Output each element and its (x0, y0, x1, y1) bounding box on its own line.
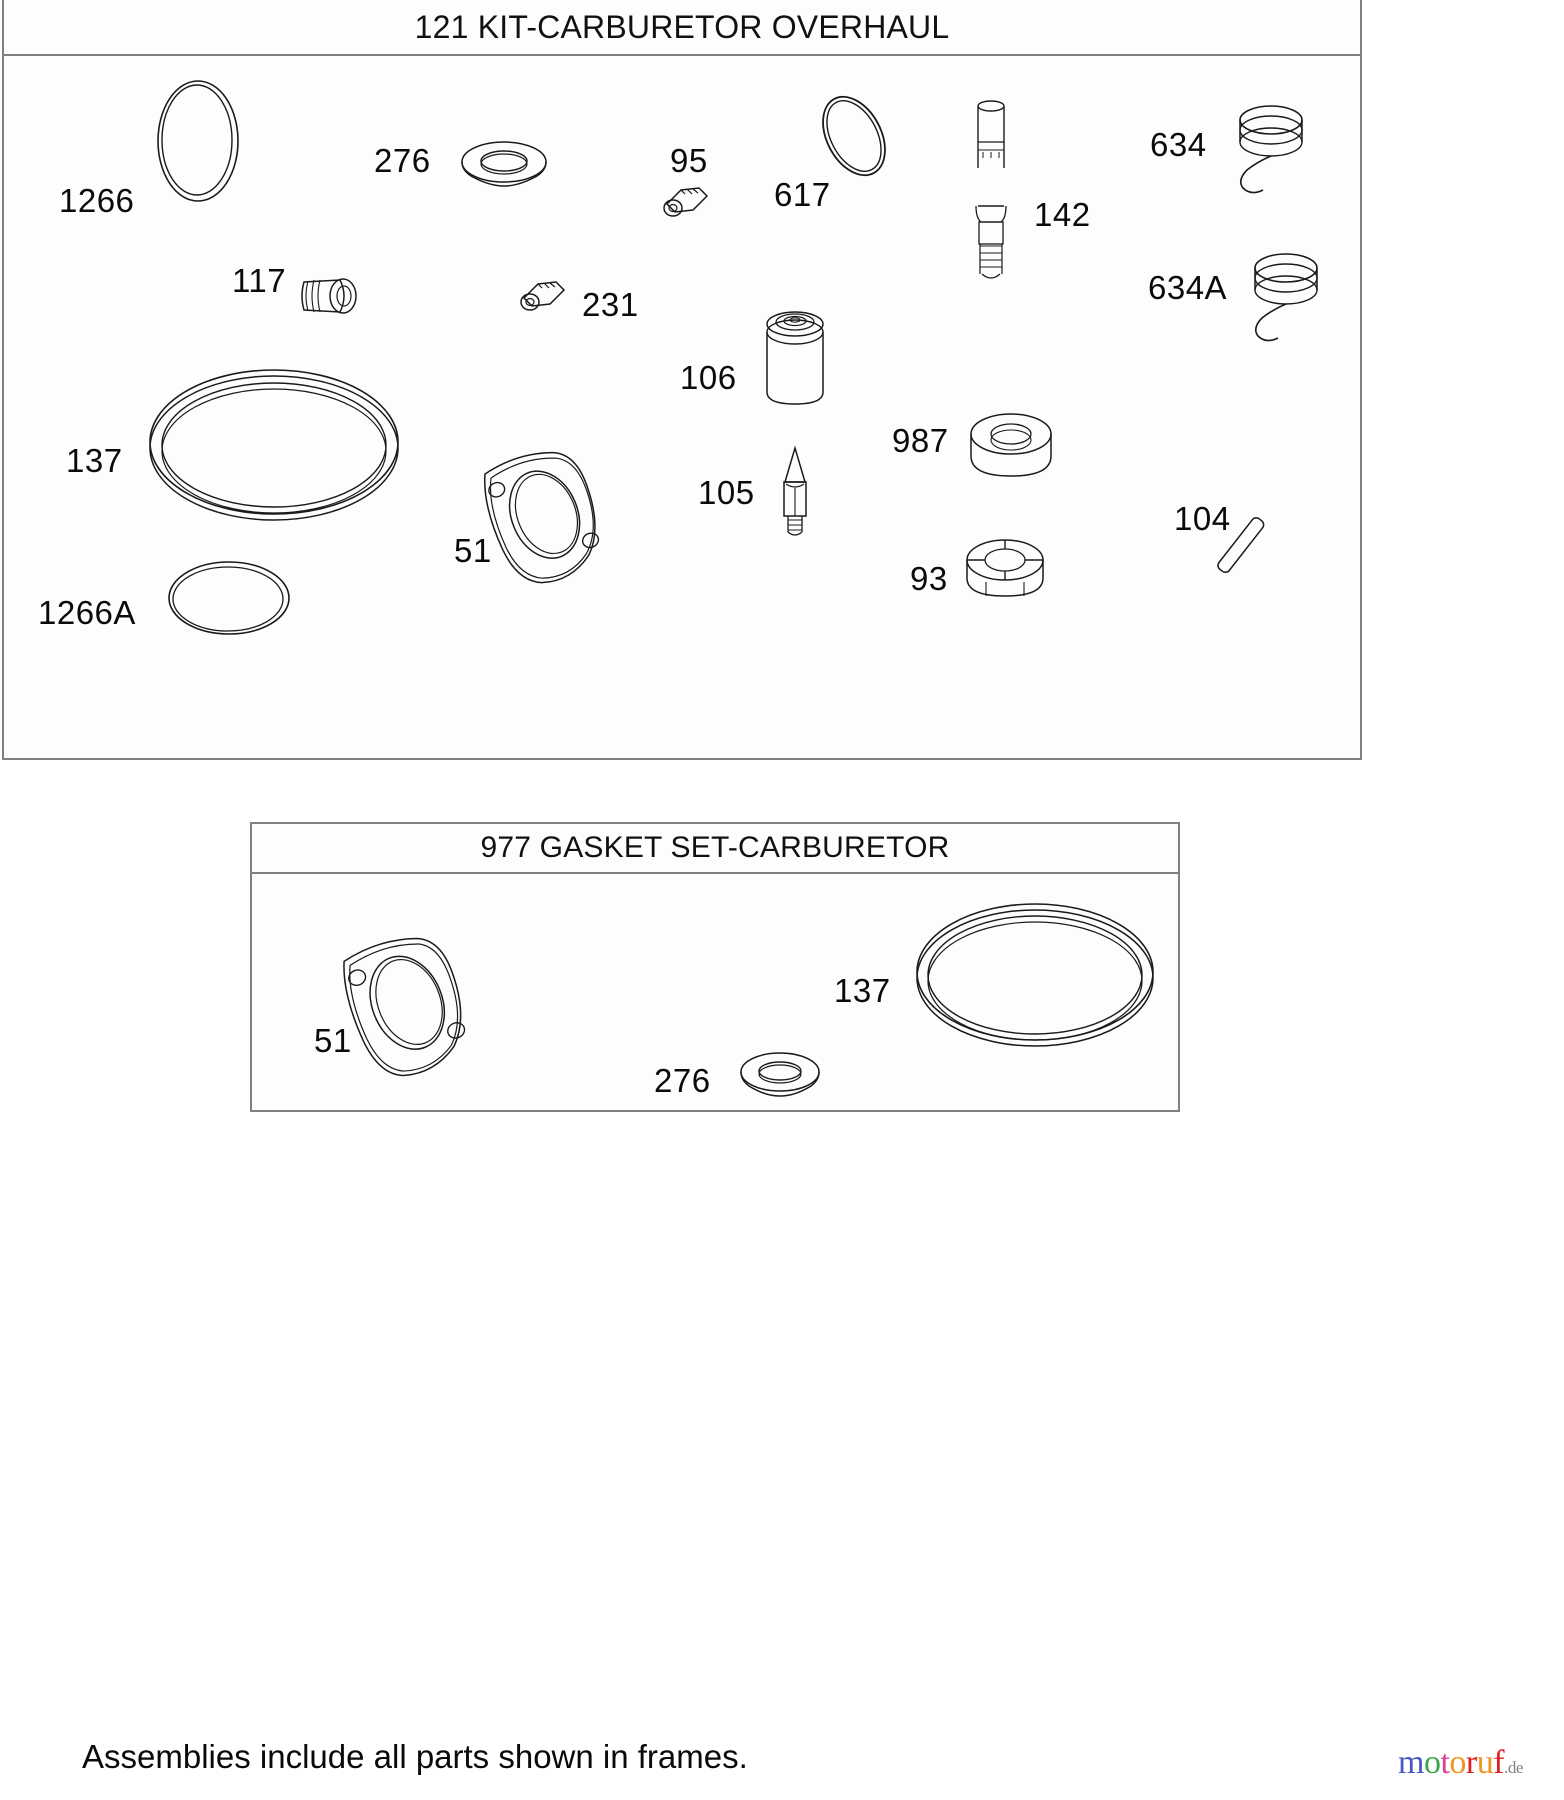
frame-title-gasketset: 977 GASKET SET-CARBURETOR (480, 831, 950, 864)
art-pin-float-hinge (1202, 506, 1282, 586)
art-o-ring-oval (164, 556, 294, 642)
callout-634A: 634A (1148, 269, 1228, 306)
watermark-letter-t: t (1440, 1744, 1450, 1781)
callout-276: 276 (374, 142, 431, 179)
art-gasket-ring-large (144, 356, 404, 536)
art-washer-seal (459, 134, 549, 194)
callout-231: 231 (582, 286, 639, 323)
frame-title-bar-gasketset: 977 GASKET SET-CARBURETOR (252, 824, 1178, 874)
callout-276-gasketset: 276 (654, 1062, 711, 1099)
watermark-letter-m: m (1398, 1744, 1424, 1781)
callout-51-overhaul: 51 (454, 532, 492, 569)
callout-95: 95 (670, 142, 708, 179)
art-seal-ring-thick (966, 408, 1056, 484)
art-float-bowl-cylinder (764, 306, 834, 416)
callout-634: 634 (1150, 126, 1207, 163)
frame-title-bar-overhaul: 121 KIT-CARBURETOR OVERHAUL (4, 0, 1360, 56)
callout-137-gasketset: 137 (834, 972, 891, 1009)
callout-51-gasketset: 51 (314, 1022, 352, 1059)
callout-104: 104 (1174, 500, 1231, 537)
callout-93: 93 (910, 560, 948, 597)
art-screw-small-231 (516, 272, 574, 322)
watermark-motoruf: motoruf.de (1398, 1746, 1523, 1780)
art-inlet-needle (772, 444, 820, 544)
callout-137: 137 (66, 442, 123, 479)
art-gasket-flange-overhaul (462, 438, 632, 598)
art-spring-coil-634 (1229, 98, 1329, 218)
frame-gasket-set-carburetor: 977 GASKET SET-CARBURETOR 51 (250, 822, 1180, 1112)
watermark-letter-f: f (1493, 1744, 1505, 1781)
art-spring-coil-634a (1244, 246, 1344, 366)
watermark-letter-r: r (1465, 1744, 1477, 1781)
callout-106: 106 (680, 359, 737, 396)
frame-kit-carburetor-overhaul: 121 KIT-CARBURETOR OVERHAUL 1266 276 (2, 0, 1362, 760)
art-plug-threaded (296, 268, 366, 324)
watermark-letter-o1: o (1423, 1744, 1441, 1781)
callout-1266: 1266 (59, 182, 135, 219)
art-seal-slotted (962, 534, 1048, 608)
art-screw-small-95 (659, 178, 717, 228)
callout-117: 117 (232, 262, 287, 299)
callout-105: 105 (698, 474, 755, 511)
footer-note: Assemblies include all parts shown in fr… (82, 1738, 748, 1775)
frame-body-gasketset: 51 276 (252, 874, 1178, 1110)
callout-1266A: 1266A (38, 594, 136, 631)
callout-617: 617 (774, 176, 831, 213)
watermark-letter-o2: o (1449, 1744, 1466, 1781)
callout-987: 987 (892, 422, 949, 459)
art-o-ring-tall-oval (152, 76, 244, 206)
art-gasket-ring-large-gasketset (910, 892, 1160, 1062)
frame-body-overhaul: 1266 276 95 (4, 56, 1360, 758)
art-washer-seal-gasketset (738, 1046, 822, 1104)
watermark-suffix: .de (1504, 1758, 1523, 1777)
callout-142: 142 (1034, 196, 1091, 233)
art-o-ring-angled (809, 86, 899, 186)
watermark-letter-u: u (1476, 1744, 1494, 1781)
frame-title-overhaul: 121 KIT-CARBURETOR OVERHAUL (414, 8, 950, 45)
art-jet-needle-valve (969, 96, 1025, 296)
art-gasket-flange-gasketset (320, 922, 500, 1092)
